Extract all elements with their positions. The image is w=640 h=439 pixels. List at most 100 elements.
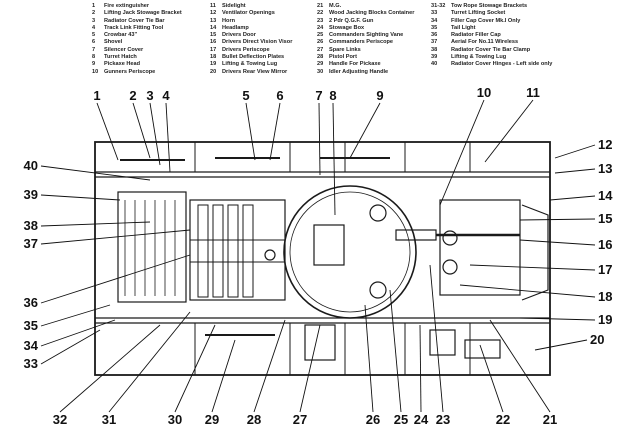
leader-line-17	[469, 264, 596, 271]
legend-item-text: Radiator Cover Tie Bar Clamp	[451, 46, 531, 53]
legend-item-number: 13	[210, 17, 217, 24]
legend-item-text: Ventilator Openings	[222, 10, 275, 17]
legend-item-text: Lifting Jack Stowage Bracket	[104, 10, 182, 17]
callout-number: 36	[24, 295, 38, 310]
leader-line-20	[534, 339, 588, 351]
callout-number: 31	[102, 412, 116, 427]
leader-line-11	[484, 99, 534, 163]
stowage-box	[464, 339, 501, 359]
legend-item-text: Lifting & Towing Lug	[451, 54, 507, 61]
leader-line-23	[429, 264, 444, 413]
legend-item-text: Tail Light	[451, 24, 476, 31]
legend-item-text: Idler Adjusting Handle	[329, 68, 389, 75]
legend-item-number: 31-32	[431, 3, 446, 9]
drivers-periscope-mount	[442, 259, 458, 275]
leader-line-35	[40, 304, 111, 327]
radiator-filler-cap	[264, 249, 276, 261]
legend-item-number: 8	[92, 54, 96, 61]
callout-number: 40	[24, 158, 38, 173]
legend-item-number: 11	[210, 3, 216, 9]
legend-item-number: 24	[317, 24, 324, 31]
leader-line-2	[132, 102, 151, 159]
callout-number: 8	[329, 88, 336, 103]
legend-item-number: 19	[210, 61, 217, 68]
leader-line-34	[40, 319, 116, 347]
legend-item: 25 Commanders Sighting Vane	[317, 32, 414, 39]
turret-ring	[283, 185, 417, 319]
leader-line-7	[318, 102, 321, 176]
hull-outline	[94, 141, 551, 376]
leader-line-30	[174, 324, 216, 413]
callout-number: 21	[543, 412, 557, 427]
legend-item-number: 37	[431, 39, 438, 46]
legend-item-number: 3	[92, 17, 96, 24]
legend-item: 35 Tail Light	[431, 25, 552, 32]
legend-item-text: Silencer Cover	[104, 46, 144, 53]
leader-line-36	[40, 254, 191, 304]
legend-item-number: 2	[92, 10, 96, 17]
legend-item-text: Filler Cap Cover Mk.I Only	[451, 17, 521, 24]
nose-plate	[521, 204, 549, 301]
callout-number: 16	[598, 237, 612, 252]
callout-number: 37	[24, 236, 38, 251]
leader-line-5	[245, 102, 256, 161]
legend-item-text: Drivers Periscope	[222, 46, 270, 53]
gunners-periscope-mount	[369, 204, 387, 222]
callout-number: 33	[24, 356, 38, 371]
legend-item-text: Wood Jacking Blocks Container	[329, 10, 415, 17]
turret-inner-ring	[289, 191, 411, 313]
gun-mantlet	[395, 229, 437, 241]
headlamp	[442, 230, 458, 246]
callout-number: 25	[394, 412, 408, 427]
legend-item-number: 33	[431, 10, 438, 17]
leader-line-3	[149, 102, 161, 166]
legend-item-number: 25	[317, 32, 324, 39]
leader-line-14	[549, 195, 596, 201]
legend-item-text: Radiator Filler Cap	[451, 32, 501, 39]
legend-item-number: 21	[317, 3, 324, 9]
legend-item-text: Commanders Sighting Vane	[329, 32, 404, 39]
callout-number: 34	[24, 338, 39, 353]
legend-item-number: 7	[92, 46, 96, 53]
legend-item-text: Handle For Pickaxe	[329, 61, 381, 68]
callout-number: 14	[598, 188, 613, 203]
leader-line-4	[165, 102, 171, 173]
legend-item-text: Pistol Port	[329, 54, 357, 61]
engine-louvres	[190, 204, 285, 298]
leader-line-38	[40, 221, 151, 227]
legend-item-text: Fire extinguisher	[104, 3, 150, 9]
callout-number: 9	[376, 88, 383, 103]
legend-item-text: Commanders Periscope	[329, 39, 394, 46]
leader-line-26	[364, 304, 374, 413]
engine-deck	[189, 199, 286, 301]
callout-number: 6	[276, 88, 283, 103]
callout-number: 12	[598, 137, 612, 152]
callout-number: 3	[146, 88, 153, 103]
legend-item-text: Shovel	[104, 39, 123, 46]
legend-item-number: 10	[92, 68, 99, 75]
leader-line-18	[459, 284, 596, 298]
legend-item-text: Turret Hatch	[104, 54, 137, 61]
legend-item-text: Lifting & Towing Lug	[222, 61, 278, 68]
legend-item-number: 35	[431, 24, 438, 31]
callout-number: 32	[53, 412, 67, 427]
callout-number: 19	[598, 312, 612, 327]
callout-number: 24	[414, 412, 429, 427]
callout-number: 30	[168, 412, 182, 427]
